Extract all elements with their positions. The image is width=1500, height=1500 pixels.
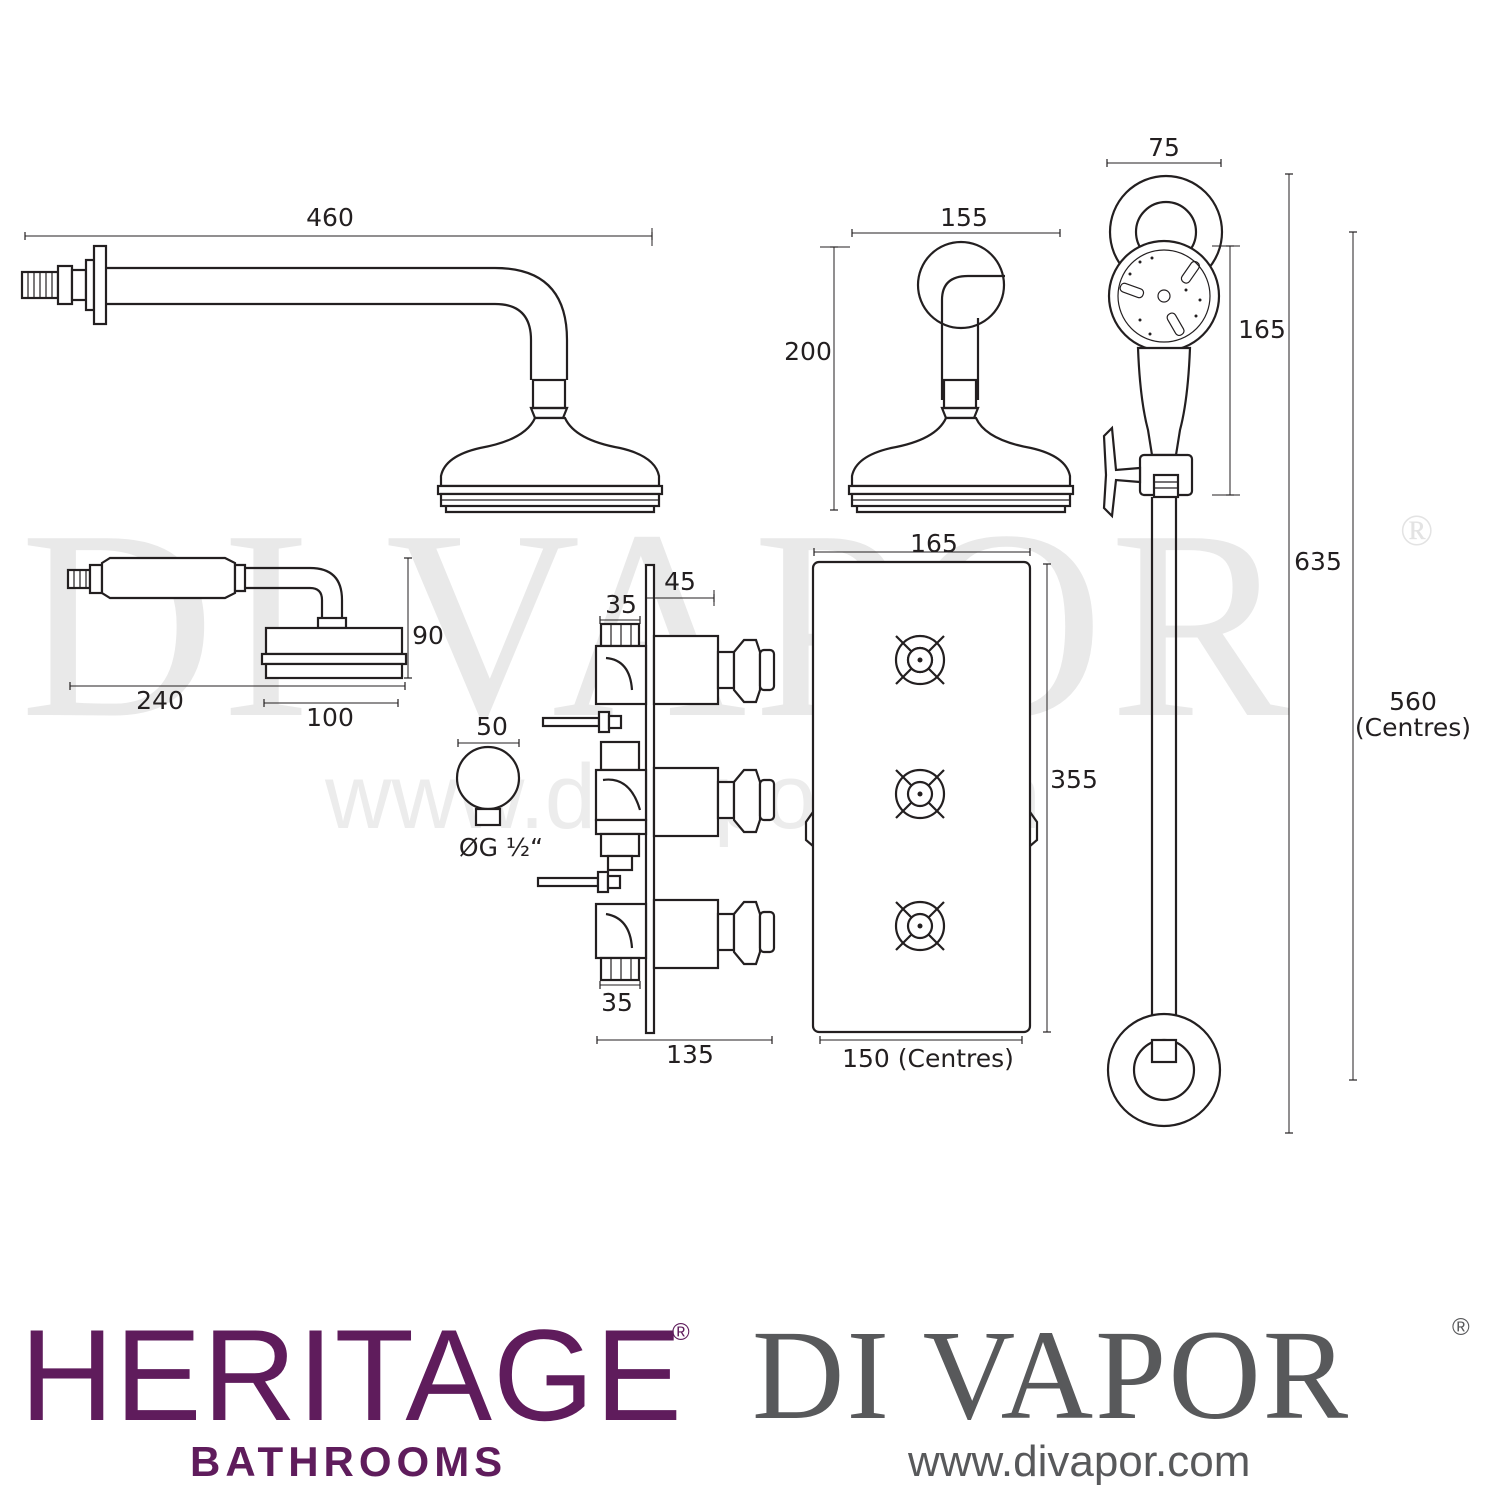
slide-rail-with-handset (1102, 174, 1224, 1128)
dim-valve-depth: 135 (666, 1040, 714, 1069)
dim-valve-projection: 45 (664, 567, 696, 596)
dim-plate-height: 355 (1050, 765, 1098, 794)
cross-handle-middle (894, 768, 946, 820)
dim-elbow-thread: ØG ½“ (459, 833, 543, 862)
divapor-logo-text: DI VAPOR (752, 1304, 1350, 1446)
dim-valve-upper-gap: 35 (605, 590, 637, 619)
dim-head-width: 155 (940, 203, 988, 232)
dim-handset-width: 75 (1148, 133, 1180, 162)
dim-handset-head-height: 90 (412, 621, 444, 650)
dim-handset-head-width: 100 (306, 703, 354, 732)
heritage-logo: HERITAGE ® BATHROOMS (20, 1302, 690, 1485)
watermark-registered: ® (1400, 506, 1433, 555)
shower-arm-side-view (20, 244, 664, 514)
handset-side-view (66, 556, 408, 680)
dimension-lines (24, 159, 1357, 1134)
dim-rail-centres-label: (Centres) (1355, 713, 1471, 742)
dim-handset-height: 165 (1238, 315, 1286, 344)
divapor-url: www.divapor.com (907, 1437, 1250, 1486)
dim-arm-length: 460 (306, 203, 354, 232)
heritage-logo-text: HERITAGE (20, 1302, 683, 1448)
dim-head-height: 200 (784, 337, 832, 366)
divapor-logo: DI VAPOR ® www.divapor.com (752, 1304, 1470, 1486)
wall-elbow-outlet (455, 745, 521, 827)
watermark-brand: DI VAPOR (20, 475, 1296, 774)
dim-handle-centres: 150 (Centres) (842, 1044, 1014, 1073)
valve-plate-front-view (804, 560, 1039, 1034)
dimension-labels: 460 155 200 75 165 635 560 (Centres) 240… (136, 133, 1471, 1073)
valve-body-side-view (536, 563, 776, 1035)
cross-handle-bottom (894, 900, 946, 952)
heritage-registered: ® (672, 1319, 690, 1346)
dim-rail-length: 635 (1294, 547, 1342, 576)
cross-handle-top (894, 634, 946, 686)
divapor-registered: ® (1452, 1314, 1470, 1341)
shower-head-front-view (847, 240, 1075, 514)
dim-handset-length: 240 (136, 686, 184, 715)
dim-elbow-diameter: 50 (476, 712, 508, 741)
dim-valve-lower-gap: 35 (601, 988, 633, 1017)
dim-rail-centres: 560 (1389, 687, 1437, 716)
dim-plate-width: 165 (910, 529, 958, 558)
heritage-bathrooms-text: BATHROOMS (190, 1438, 507, 1485)
